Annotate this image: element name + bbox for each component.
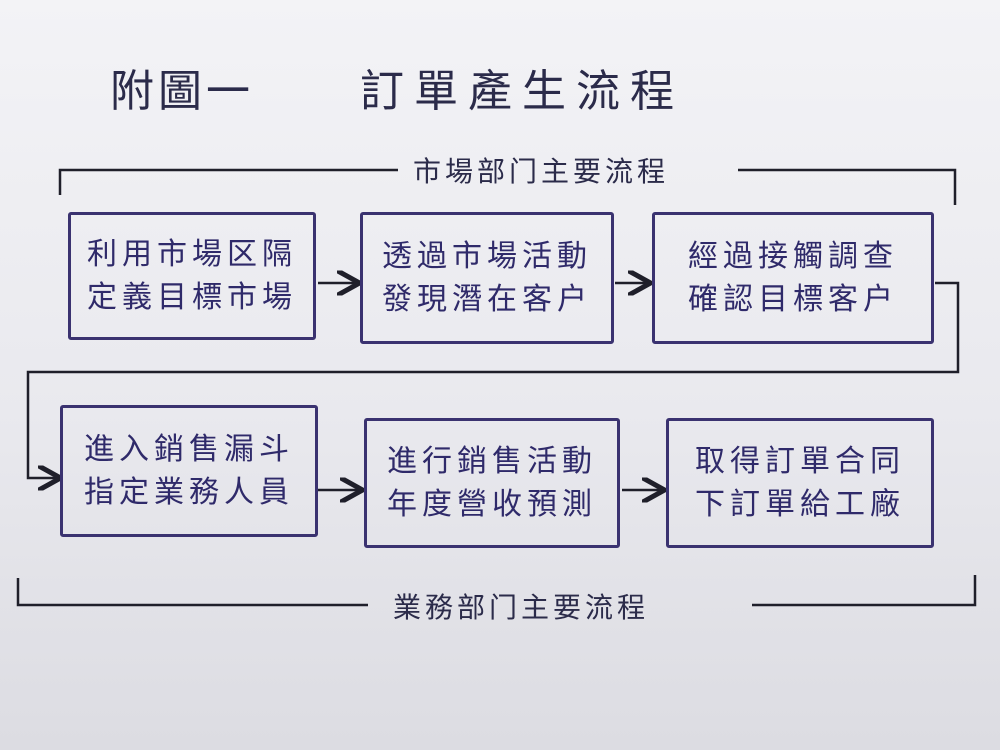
top-bracket-left (58, 168, 398, 195)
step-4-line-1: 進入銷售漏斗 (84, 431, 294, 467)
arrow-step3-step4 (26, 281, 960, 478)
sales-process-label: 業務部门主要流程 (393, 591, 650, 624)
step-1-box: 利用市場区隔 定義目標市場 (68, 212, 316, 340)
page-title: 訂單產生流程 (360, 66, 684, 117)
top-bracket-right (738, 168, 957, 205)
step-5-box: 進行銷售活動 年度營收預測 (364, 418, 620, 548)
step-6-line-1: 取得訂單合同 (695, 443, 905, 479)
step-2-line-1: 透過市場活動 (382, 238, 592, 274)
step-4-box: 進入銷售漏斗 指定業務人員 (60, 405, 318, 537)
bottom-bracket-right (752, 575, 977, 607)
step-3-line-2: 確認目標客户 (688, 282, 898, 317)
step-3-box: 經過接觸調查 確認目標客户 (652, 212, 934, 344)
step-1-line-1: 利用市場区隔 (87, 236, 297, 272)
step-5-line-1: 進行銷售活動 (387, 443, 597, 479)
step-2-box: 透過市場活動 發現潛在客户 (360, 212, 614, 344)
step-4-line-2: 指定業務人員 (84, 475, 294, 510)
marketing-process-label: 市場部门主要流程 (413, 155, 670, 188)
step-5-line-2: 年度營收預測 (387, 487, 597, 522)
step-3-line-1: 經過接觸調查 (688, 238, 898, 274)
bottom-bracket-left (16, 578, 368, 607)
figure-number: 附圖一 (110, 66, 254, 117)
step-1-line-2: 定義目標市場 (87, 280, 297, 315)
step-6-box: 取得訂單合同 下訂單給工廠 (666, 418, 934, 548)
step-6-line-2: 下訂單給工廠 (695, 487, 905, 522)
step-2-line-2: 發現潛在客户 (382, 282, 592, 317)
